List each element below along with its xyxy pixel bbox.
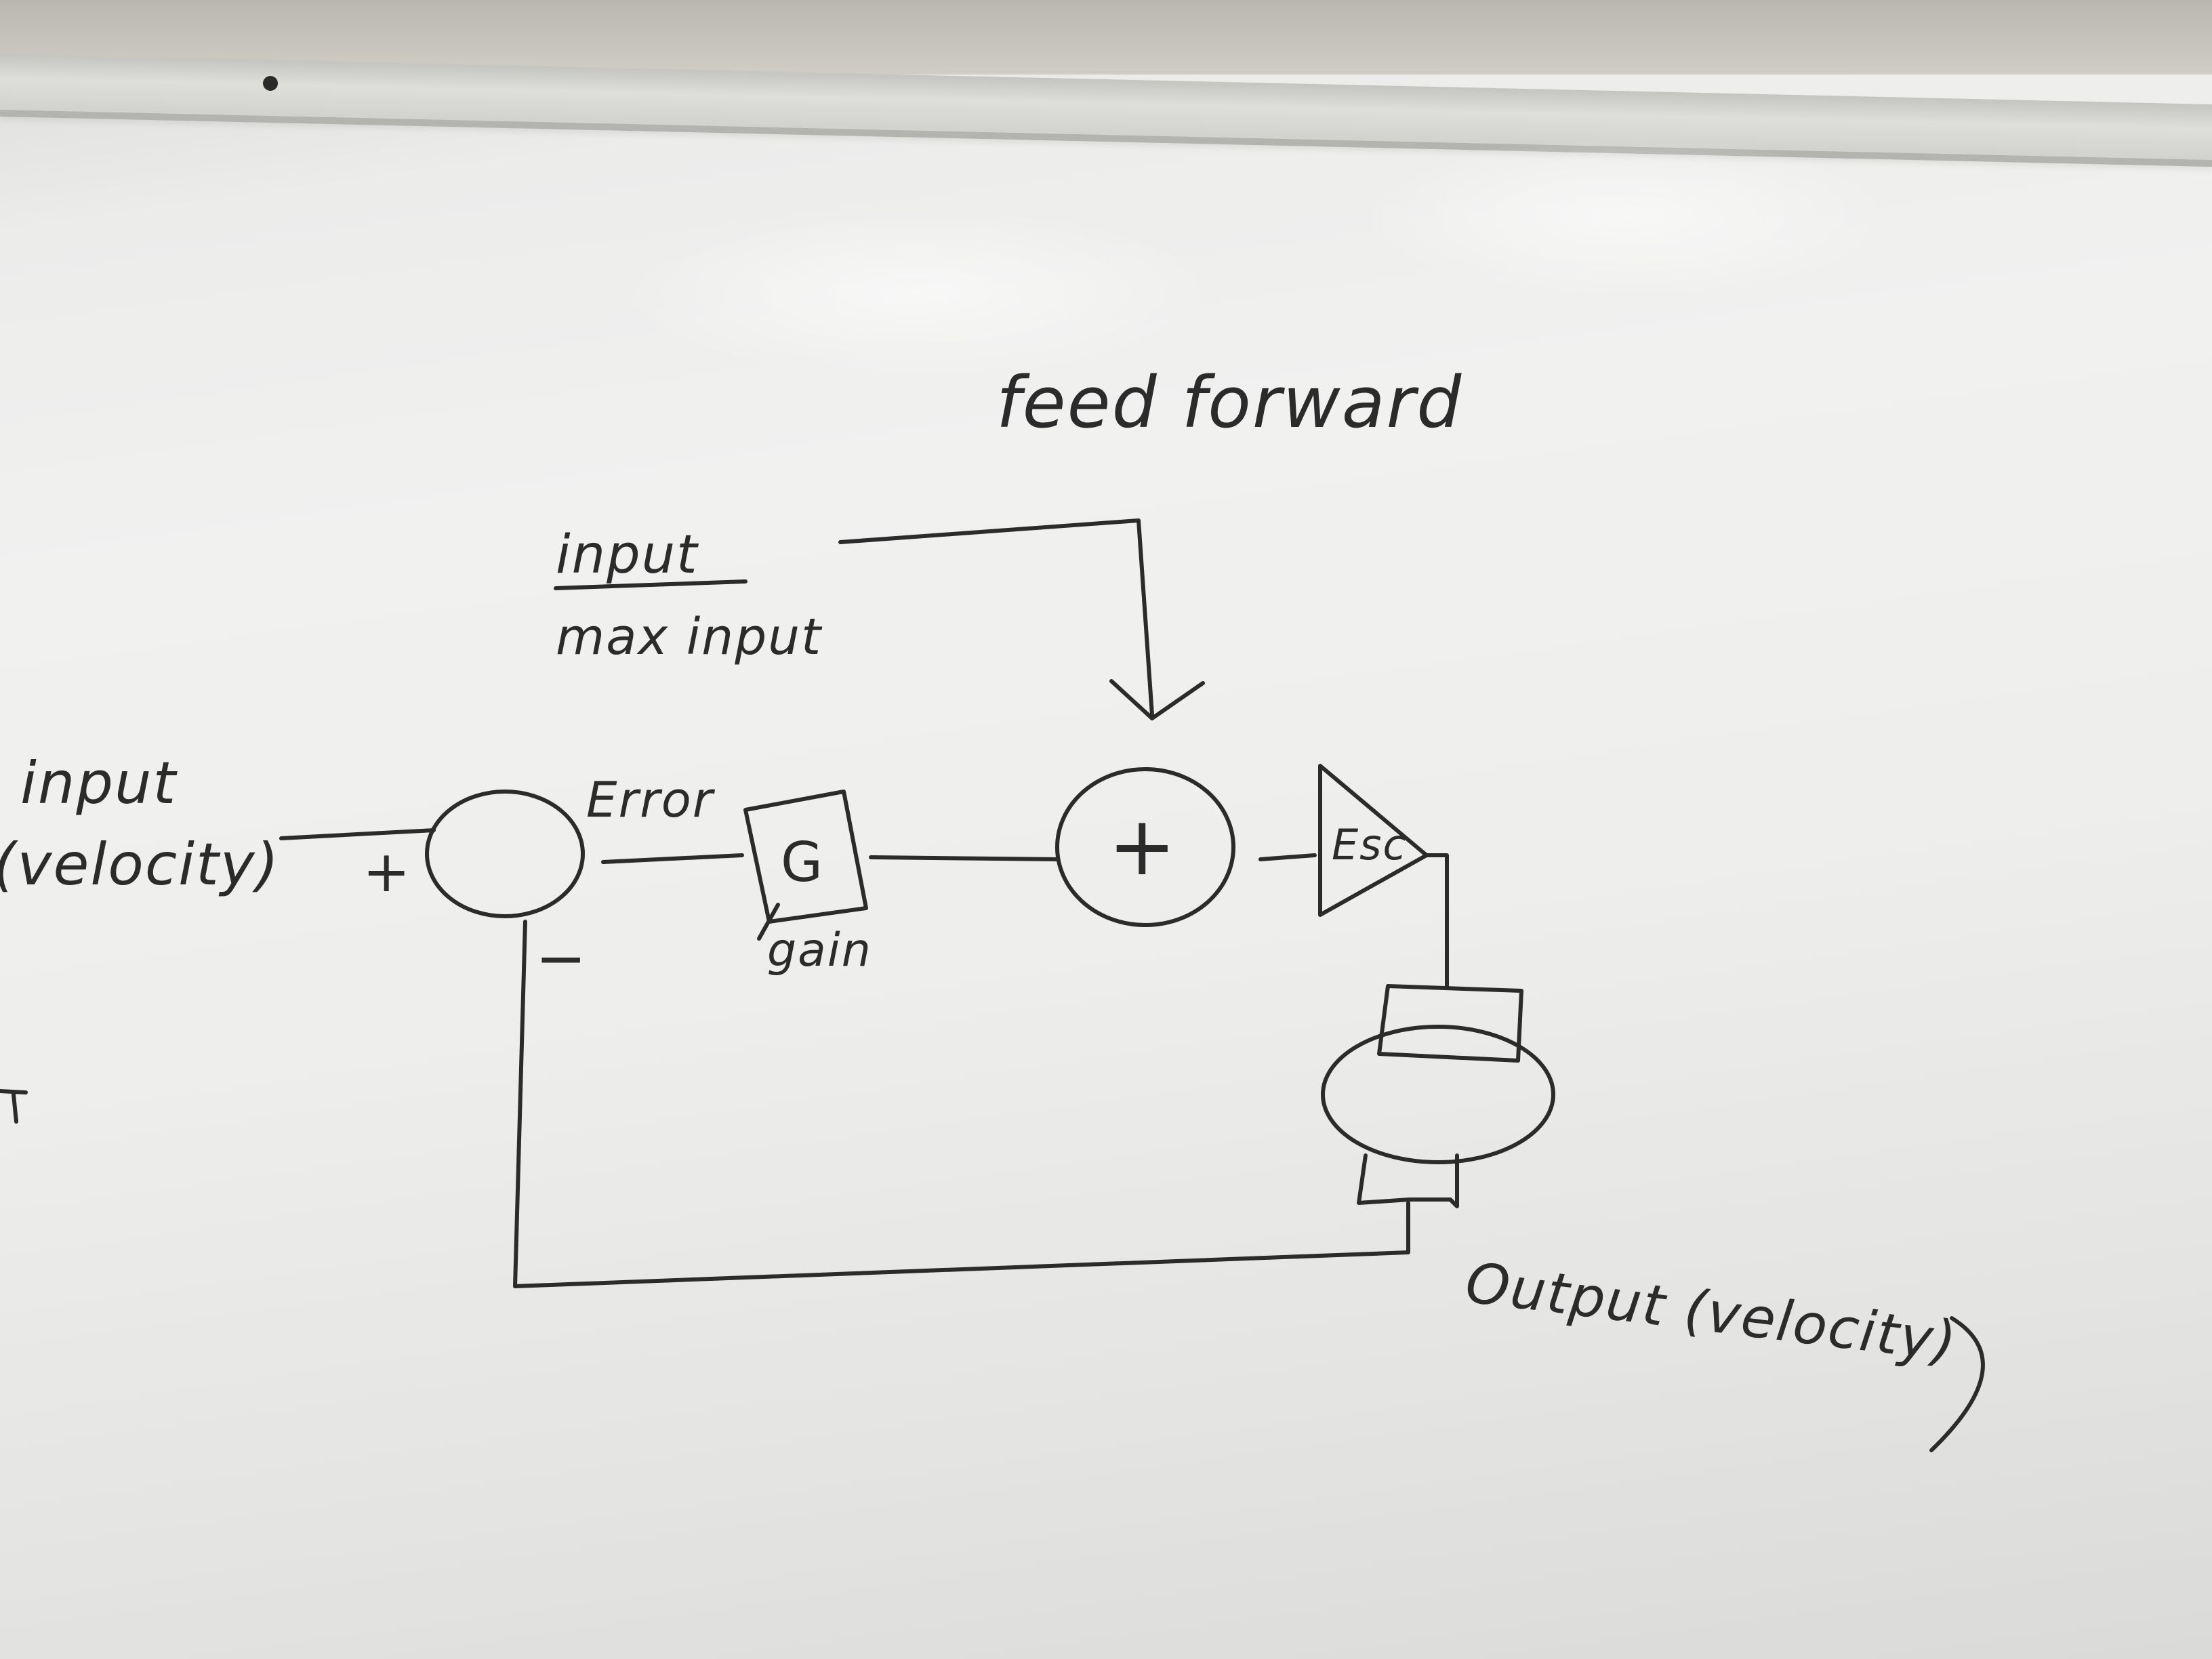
error-label: Error — [586, 771, 716, 828]
input-label: input — [20, 750, 178, 817]
esc-output-line — [1425, 853, 1449, 988]
motor-left-leg — [1357, 1153, 1412, 1205]
gain-block — [743, 790, 868, 924]
summer-plus-sign: + — [1108, 800, 1176, 894]
tray-screw — [263, 76, 278, 91]
motor-body — [1321, 1025, 1555, 1164]
output-paren — [1929, 1316, 1985, 1452]
minus-sign: − — [535, 923, 586, 994]
gain-label: gain — [767, 924, 872, 977]
output-label: Output (velocity) — [1462, 1251, 1961, 1375]
fraction-bar — [554, 579, 747, 590]
motor-right-leg — [1448, 1153, 1459, 1208]
error-summing-junction — [425, 790, 585, 918]
feed-forward-title: feed forward — [996, 361, 1462, 444]
feedforward-numerator: input — [556, 525, 699, 586]
plus-sign: + — [363, 838, 410, 905]
esc-amplifier — [1318, 764, 1429, 917]
motor-top-block — [1377, 984, 1523, 1063]
feedforward-denominator: max input — [556, 608, 823, 666]
input-velocity-label: (velocity) — [0, 831, 280, 899]
esc-label: Esc — [1332, 820, 1408, 869]
error-line — [601, 853, 744, 864]
input-line — [279, 828, 436, 840]
feedback-line — [513, 920, 1410, 1288]
gain-block-symbol: G — [781, 831, 823, 894]
gain-pointer — [757, 903, 780, 941]
feedforward-line — [838, 518, 1154, 717]
glare-highlight — [1355, 136, 1898, 298]
glare-highlight — [610, 203, 1220, 380]
stray-mark — [0, 1089, 28, 1124]
summer-output-line — [1258, 853, 1317, 861]
gain-output-line — [869, 855, 1059, 861]
feedforward-summer — [1055, 767, 1235, 927]
feedforward-arrowhead — [1109, 679, 1205, 720]
